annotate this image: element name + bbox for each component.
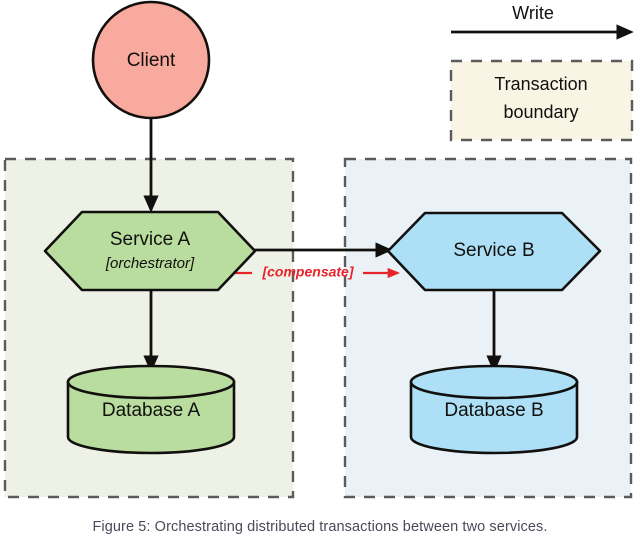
database-a-label: Database A <box>102 400 201 421</box>
service-a-hexagon <box>43 210 257 292</box>
edge-compensate: [compensate] <box>232 264 400 280</box>
database-a-top <box>66 364 236 400</box>
legend-write: Write <box>451 3 634 40</box>
database-b-body <box>409 380 579 455</box>
database-b-label: Database B <box>444 400 543 421</box>
legend-boundary-label-line2: boundary <box>503 102 578 122</box>
node-database-a[interactable]: Database A <box>66 364 236 455</box>
node-client[interactable]: Client <box>91 0 211 120</box>
compensate-label: [compensate] <box>261 264 354 280</box>
service-a-sublabel: [orchestrator] <box>105 255 195 272</box>
service-b-hexagon <box>386 211 602 292</box>
client-label: Client <box>127 50 176 71</box>
service-b-label: Service B <box>453 240 534 261</box>
node-service-b[interactable]: Service B <box>386 211 602 292</box>
service-a-label: Service A <box>110 229 191 250</box>
node-database-b[interactable]: Database B <box>409 364 579 455</box>
node-service-a[interactable]: Service A [orchestrator] <box>43 210 257 292</box>
legend-write-label: Write <box>512 3 554 23</box>
figure-caption: Figure 5: Orchestrating distributed tran… <box>92 518 548 535</box>
database-b-top <box>409 364 579 400</box>
legend-transaction-boundary: Transaction boundary <box>449 59 634 142</box>
legend-boundary-label-line1: Transaction <box>494 74 587 94</box>
figure-caption-bar: Figure 5: Orchestrating distributed tran… <box>0 510 640 543</box>
client-circle <box>91 0 211 120</box>
database-a-body <box>66 380 236 455</box>
legend-boundary-box <box>449 59 634 142</box>
architecture-diagram: Write Transaction boundary [compensate] … <box>3 0 634 499</box>
